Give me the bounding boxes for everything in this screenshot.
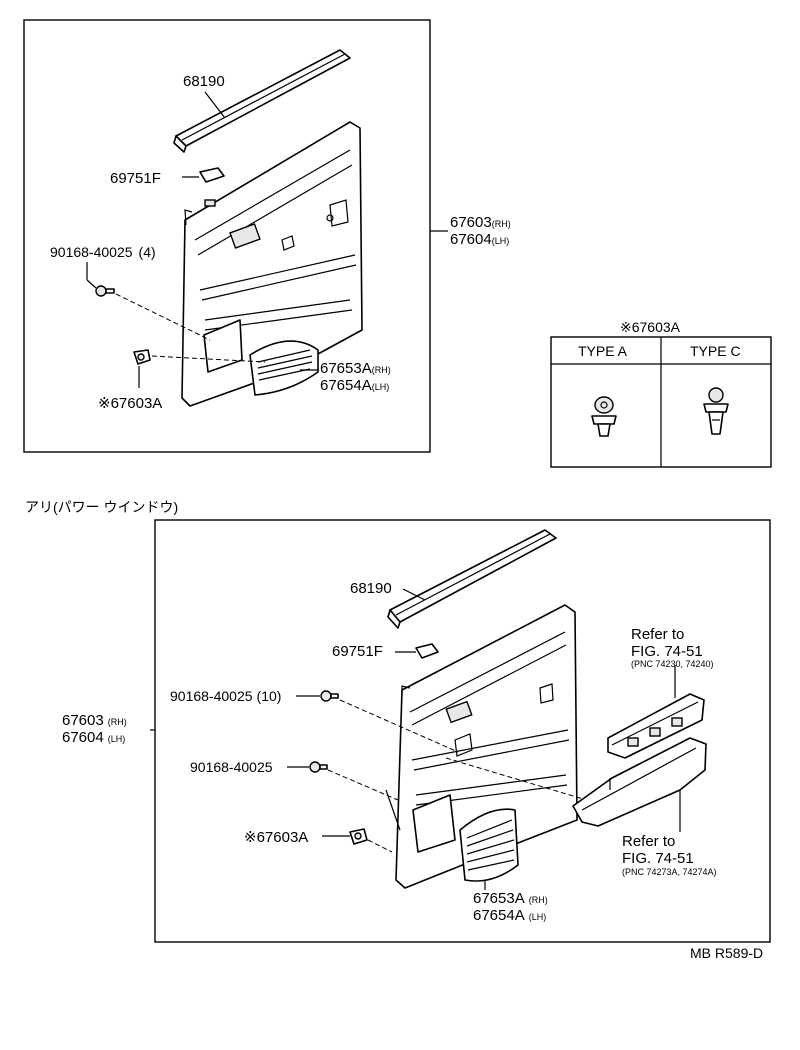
label-panel-rh-bottom: 67603(RH) xyxy=(62,712,127,729)
label-69751F-top: 69751F xyxy=(110,170,161,187)
clip-type-table: ※67603A TYPE A TYPE C xyxy=(550,319,772,468)
label-speaker-rh-bottom: 67653A(RH) xyxy=(473,890,548,907)
clip-type-a-drawing xyxy=(591,396,617,437)
label-68190-bottom: 68190 xyxy=(350,580,392,597)
door-panel-top xyxy=(181,121,363,407)
clip-type-c-header: TYPE C xyxy=(690,343,741,359)
door-panel-bottom xyxy=(395,604,578,889)
weatherstrip-68190 xyxy=(173,49,351,153)
speaker-grille-bottom xyxy=(445,757,621,890)
label-clip-bottom: ※67603A xyxy=(244,829,308,846)
ref1-line2: FIG. 74-51 xyxy=(631,643,703,660)
label-panel-rh-top: 67603(RH) xyxy=(450,214,511,231)
bottom-diagram: 68190 69751F 90168-40025(10) 90168-40025… xyxy=(62,519,771,943)
ref1-pnc: (PNC 74230, 74240) xyxy=(631,659,714,669)
clip-table-title: ※67603A xyxy=(620,319,681,335)
label-panel-lh-top: 67604(LH) xyxy=(450,231,509,248)
section-heading-power-window: アリ(パワー ウインドウ) xyxy=(25,499,178,515)
clip-type-a-header: TYPE A xyxy=(578,343,628,359)
diagram-code: MB R589-D xyxy=(690,945,763,961)
screw-90168-40025-b xyxy=(287,761,399,801)
label-clip-top: ※67603A xyxy=(98,395,162,412)
label-speaker-rh-top: 67653A(RH) xyxy=(320,360,391,377)
speaker-grille-top xyxy=(249,340,319,396)
label-panel-lh-bottom: 67604(LH) xyxy=(62,729,125,746)
clip-67603A-top xyxy=(133,349,266,388)
weatherstrip-68190-bottom xyxy=(387,529,557,629)
retainer-69751F xyxy=(182,167,225,183)
top-diagram: 68190 69751F 90168-40025(4) 67603(RH) 67… xyxy=(23,19,511,453)
label-69751F-bottom: 69751F xyxy=(332,643,383,660)
retainer-69751F-bottom xyxy=(395,643,439,659)
label-speaker-lh-bottom: 67654A(LH) xyxy=(473,907,546,924)
label-68190-top: 68190 xyxy=(183,73,225,90)
clip-type-c-drawing xyxy=(703,387,729,435)
screw-90168-40025-a xyxy=(296,690,459,753)
label-speaker-lh-top: 67654A(LH) xyxy=(320,377,389,394)
ref2-pnc: (PNC 74273A, 74274A) xyxy=(622,867,717,877)
clip-67603A-bottom xyxy=(322,828,393,853)
label-screw-b-bottom: 90168-40025 xyxy=(190,759,273,775)
armrest-lower xyxy=(572,737,707,832)
label-screw-top: 90168-40025(4) xyxy=(50,244,156,260)
label-screw-a-bottom: 90168-40025(10) xyxy=(170,688,281,704)
screw-90168-40025 xyxy=(86,262,211,341)
ref2-line1: Refer to xyxy=(622,833,675,850)
bottom-frame xyxy=(154,519,771,943)
armrest-upper xyxy=(607,665,705,759)
top-frame xyxy=(23,19,431,453)
ref2-line2: FIG. 74-51 xyxy=(622,850,694,867)
ref1-line1: Refer to xyxy=(631,626,684,643)
